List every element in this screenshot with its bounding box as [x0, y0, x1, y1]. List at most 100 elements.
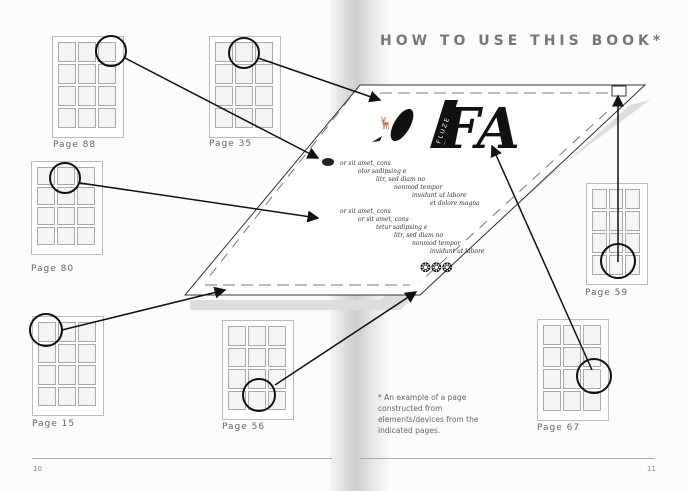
thumbnail-cell [543, 369, 561, 389]
thumbnail-cell [255, 86, 273, 106]
highlight-circle [49, 162, 81, 194]
thumbnail-cell [58, 108, 76, 128]
thumbnail-cell [58, 42, 76, 62]
dashed-guide [204, 97, 351, 283]
caption-page-80: Page 80 [31, 264, 75, 274]
caption-page-15: Page 15 [32, 419, 76, 429]
thumbnail-cell [228, 326, 246, 346]
thumbnail-cell [228, 390, 246, 410]
thumbnail-cell [228, 369, 246, 389]
body-text-line: invidunt ut labore [412, 192, 467, 199]
highlight-circle [600, 243, 636, 279]
highlight-circle [95, 35, 127, 67]
footnote: * An example of a page constructed from … [378, 393, 479, 435]
thumbnail-page-15 [32, 316, 104, 416]
thumbnail-cell [592, 189, 607, 209]
thumbnail-cell [215, 64, 233, 84]
body-text-line: et dolore magna [430, 200, 480, 207]
thumbnail-cell [57, 167, 75, 185]
thumbnail-cell [235, 64, 253, 84]
thumbnail-cell [268, 326, 286, 346]
caption-page-88: Page 88 [53, 140, 97, 150]
thumbnail-cell [248, 326, 266, 346]
thumbnail-cell [215, 86, 233, 106]
pointer-arrow-p56 [274, 291, 418, 386]
thumbnail-cell [57, 227, 75, 245]
footer-rule-right [360, 458, 655, 459]
body-text-line: invidunt ut labore [430, 248, 485, 255]
pointer-arrow-p35 [257, 57, 382, 103]
thumbnail-cell [78, 86, 96, 106]
thumbnail-cell [625, 189, 640, 209]
body-text-line: nonmod tempor [412, 240, 461, 247]
bullet-dot-icon [322, 158, 334, 166]
thumbnail-cell [235, 108, 253, 128]
thumbnail-cell [57, 207, 75, 225]
thumbnail-cell [625, 211, 640, 231]
thumbnail-cell [37, 227, 55, 245]
body-text-line: or sit amet, cons [358, 216, 409, 223]
thumbnail-cell [77, 187, 95, 205]
caption-page-35: Page 35 [209, 139, 253, 149]
body-text-line: litr, sed diam no [376, 176, 425, 183]
thumbnail-cell [608, 211, 624, 231]
thumbnail-page-35 [209, 36, 281, 138]
thumbnail-page-67 [537, 319, 609, 421]
thumbnail-page-56 [222, 320, 294, 420]
caption-page-59: Page 59 [585, 288, 629, 298]
body-text-line: tetur sadipsing e [376, 224, 428, 231]
highlight-circle [228, 37, 260, 69]
pointer-arrow-p67 [490, 144, 593, 371]
thumbnail-cell [77, 207, 95, 225]
example-page-sheet [183, 84, 647, 296]
caption-page-56: Page 56 [222, 422, 266, 432]
thumbnail-cell [38, 386, 56, 406]
thumbnail-cell [583, 391, 601, 411]
thumbnail-cell [563, 391, 581, 411]
thumbnail-cell [58, 64, 76, 84]
thumbnail-cell [608, 255, 624, 275]
body-text-line: nonmod tempor [394, 184, 443, 191]
highlight-circle [29, 313, 63, 347]
thumbnail-cell [58, 86, 76, 106]
page-number-right: 11 [647, 465, 656, 473]
arrow-ornament-icon [372, 136, 382, 142]
thumbnail-cell [255, 64, 273, 84]
thumbnail-cell [78, 343, 96, 363]
thumbnail-cell [235, 42, 253, 62]
thumbnail-cell [235, 86, 253, 106]
highlight-circle [242, 378, 276, 412]
fish-icon [390, 108, 414, 142]
thumbnail-cell [248, 347, 266, 367]
footer-rule-left [32, 458, 332, 459]
thumbnail-cell [583, 325, 601, 345]
thumbnail-cell [78, 365, 96, 385]
thumbnail-cell [78, 322, 96, 342]
thumbnail-cell [592, 233, 607, 253]
thumbnail-cell [625, 255, 640, 275]
pointer-arrow-p15 [61, 286, 227, 331]
body-text-line: or sit amet, cons [340, 160, 391, 167]
ornament-icon: ❂❂❂ [420, 261, 453, 276]
fluze-bar [430, 100, 458, 148]
thumbnail-cell [38, 365, 56, 385]
thumbnail-cell [38, 322, 56, 342]
thumbnail-cell [77, 227, 95, 245]
thumbnail-cell [98, 86, 116, 106]
thumbnail-cell [38, 343, 56, 363]
caption-page-67: Page 67 [537, 423, 581, 433]
thumbnail-cell [58, 386, 76, 406]
thumbnail-cell [255, 108, 273, 128]
thumbnail-page-59 [586, 183, 648, 285]
dashed-guide [419, 99, 621, 283]
logo-text: FA [438, 96, 520, 162]
body-text-line: or sit amet, cons [340, 208, 391, 215]
thumbnail-cell [255, 42, 273, 62]
pointer-arrow-p80 [79, 182, 320, 223]
thumbnail-cell [543, 325, 561, 345]
thumbnail-cell [215, 42, 233, 62]
thumbnail-cell [58, 365, 76, 385]
corner-mark-icon [611, 85, 627, 97]
